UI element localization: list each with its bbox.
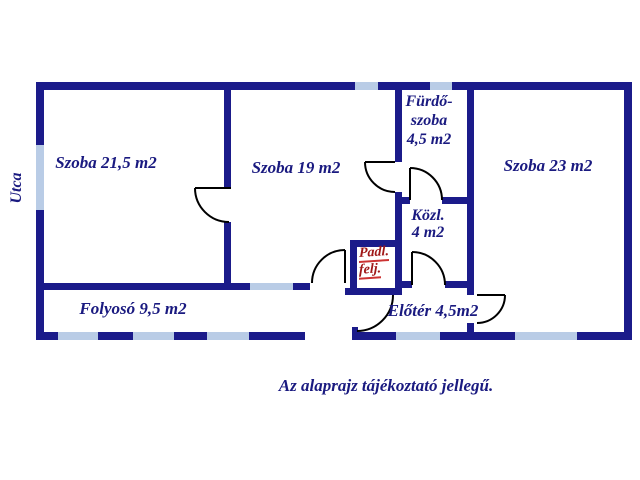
outer-wall-top — [36, 82, 632, 90]
wall-folyoso-top-left — [44, 283, 250, 290]
outer-wall-left — [36, 82, 44, 340]
wall-szoba215-szoba19-lower — [224, 222, 231, 283]
wall-szoba23-left-stub — [467, 323, 474, 332]
wall-kozl-bottom-left — [395, 281, 412, 288]
wall-furdo-bottom-right — [442, 197, 474, 204]
window-bottom-1 — [58, 332, 98, 340]
label-folyoso: Folyosó 9,5 m2 — [79, 299, 187, 318]
wall-padl-bottom — [345, 288, 402, 295]
label-szoba-23: Szoba 23 m2 — [503, 156, 593, 175]
label-furdoszoba-line1: Fürdő- — [405, 93, 453, 110]
door-arc-kozl-eloter — [411, 251, 446, 286]
label-kozl: Közl. 4 m2 — [411, 207, 444, 241]
outer-wall-bottom-right — [352, 332, 632, 340]
label-padlasfeljaro-line1: Padl. — [359, 243, 389, 264]
label-padlasfeljaro-line2: felj. — [359, 261, 382, 280]
outer-wall-right — [624, 82, 632, 340]
wall-furdo-bottom-left — [395, 197, 410, 204]
window-left-wall — [36, 145, 44, 210]
wall-padl-left — [350, 240, 357, 295]
label-utca: Utca — [8, 172, 25, 204]
label-padlasfeljaro: Padl. felj. — [359, 243, 389, 280]
window-top-szoba19 — [355, 82, 378, 90]
label-kozl-line1: Közl. — [411, 207, 445, 224]
wall-folyoso-top-right — [293, 283, 310, 290]
window-folyoso-szoba19 — [250, 283, 293, 290]
label-szoba-215: Szoba 21,5 m2 — [55, 153, 157, 172]
door-arc-szoba215 — [194, 187, 230, 223]
label-furdoszoba-line3: 4,5 m2 — [406, 131, 452, 148]
wall-padl-top — [350, 240, 402, 247]
label-kozl-line2: 4 m2 — [411, 224, 445, 241]
wall-szoba19-furdo-upper — [395, 90, 402, 162]
caption: Az alaprajz tájékoztató jellegű. — [278, 376, 494, 395]
label-furdoszoba-line2: szoba — [410, 112, 448, 129]
window-bottom-2 — [133, 332, 174, 340]
entrance-wall-stub — [352, 327, 358, 340]
window-bottom-szoba23 — [515, 332, 577, 340]
wall-kozl-bottom-right — [445, 281, 474, 288]
window-bottom-eloter — [396, 332, 440, 340]
label-eloter: Előtér 4,5m2 — [387, 301, 479, 320]
wall-szoba215-szoba19-upper — [224, 90, 231, 188]
window-top-furdo — [430, 82, 452, 90]
door-arc-kozl-furdo — [409, 167, 443, 201]
label-furdoszoba: Fürdő- szoba 4,5 m2 — [405, 92, 452, 149]
wall-szoba23-left — [467, 90, 474, 295]
door-arc-folyoso-eloter — [356, 294, 394, 332]
door-arc-szoba19 — [311, 249, 346, 284]
window-bottom-3 — [207, 332, 249, 340]
label-szoba-19: Szoba 19 m2 — [251, 158, 341, 177]
door-arc-furdo — [364, 161, 396, 193]
door-arc-szoba23 — [476, 294, 506, 324]
